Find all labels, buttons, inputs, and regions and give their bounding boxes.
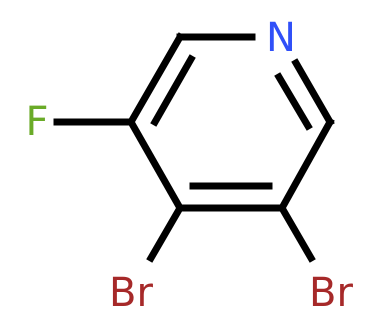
bond-c4-c3 [126, 117, 185, 213]
atom-fluorine: F [25, 99, 48, 145]
bond-c3-c2 [126, 32, 185, 127]
bond-c5-br [277, 203, 316, 263]
bond-c6-c5 [277, 117, 335, 213]
bond-n-c6-inner [274, 72, 313, 131]
bond-c4-br [146, 203, 185, 263]
bond-c3-c2-inner [150, 54, 196, 127]
ring-bonds [126, 32, 335, 213]
atom-bromine-right: Br [309, 270, 353, 316]
bond-n-c6 [291, 58, 335, 127]
atom-bromine-left: Br [109, 270, 153, 316]
atom-nitrogen: N [266, 15, 296, 61]
atom-labels: N F Br Br [25, 15, 353, 316]
substituent-bonds [53, 118, 316, 263]
